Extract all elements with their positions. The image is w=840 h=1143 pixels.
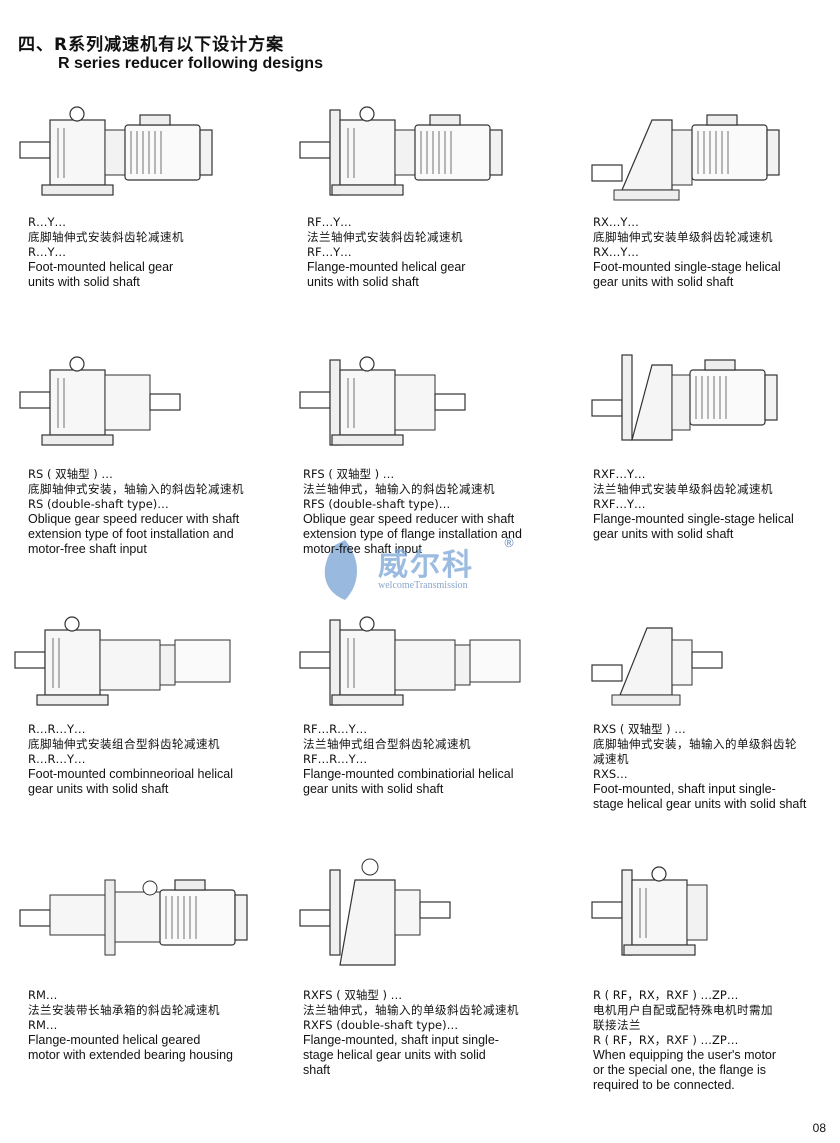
design-caption-5: RFS ( 双轴型 ) … 法兰轴伸式，轴输入的斜齿轮减速机 RFS (doub… bbox=[303, 467, 553, 557]
desc-en: gear units with solid shaft bbox=[303, 782, 444, 796]
model-code-en: RXF…Y… bbox=[593, 497, 646, 511]
model-code-en: RM… bbox=[28, 1018, 58, 1032]
model-code: RF…R…Y… bbox=[303, 722, 368, 736]
model-code: RX…Y… bbox=[593, 215, 639, 229]
desc-en: Flange-mounted combinatiorial helical bbox=[303, 767, 514, 781]
model-code-en: RF…Y… bbox=[307, 245, 352, 259]
desc-zh: 法兰轴伸式，轴输入的单级斜齿轮减速机 bbox=[303, 1003, 519, 1017]
desc-en: units with solid shaft bbox=[307, 275, 419, 289]
desc-en: gear units with solid shaft bbox=[28, 782, 169, 796]
page-title-en: R series reducer following designs bbox=[58, 55, 323, 72]
desc-zh: 底脚轴伸式安装，轴输入的单级斜齿轮 bbox=[593, 737, 797, 751]
model-code-en: RXS… bbox=[593, 767, 628, 781]
desc-zh: 法兰轴伸式组合型斜齿轮减速机 bbox=[303, 737, 471, 751]
design-caption-11: RXFS ( 双轴型 ) … 法兰轴伸式，轴输入的单级斜齿轮减速机 RXFS (… bbox=[303, 988, 553, 1078]
desc-zh: 底脚轴伸式安装组合型斜齿轮减速机 bbox=[28, 737, 220, 751]
desc-en: Foot-mounted combinneorioal helical bbox=[28, 767, 233, 781]
desc-zh: 联接法兰 bbox=[593, 1018, 641, 1032]
design-caption-6: RXF…Y… 法兰轴伸式安装单级斜齿轮减速机 RXF…Y… Flange-mou… bbox=[593, 467, 840, 542]
desc-en: Foot-mounted single-stage helical bbox=[593, 260, 781, 274]
model-code-en: RF…R…Y… bbox=[303, 752, 368, 766]
desc-zh: 法兰轴伸式安装单级斜齿轮减速机 bbox=[593, 482, 773, 496]
page-title-zh: 四、R系列减速机有以下设计方案 bbox=[18, 35, 285, 55]
design-caption-12: R ( RF，RX，RXF ) …ZP… 电机用户自配或配特殊电机时需加 联接法… bbox=[593, 988, 840, 1093]
desc-en: extension type of flange installation an… bbox=[303, 527, 522, 541]
desc-en: Foot-mounted, shaft input single- bbox=[593, 782, 776, 796]
model-code-en: RX…Y… bbox=[593, 245, 639, 259]
design-caption-9: RXS ( 双轴型 ) … 底脚轴伸式安装，轴输入的单级斜齿轮 减速机 RXS…… bbox=[593, 722, 840, 812]
model-code-en: R…R…Y… bbox=[28, 752, 86, 766]
model-code: RXF…Y… bbox=[593, 467, 646, 481]
watermark-subtitle: welcomeTransmission bbox=[378, 580, 468, 591]
desc-zh: 法兰轴伸式，轴输入的斜齿轮减速机 bbox=[303, 482, 495, 496]
desc-en: Oblique gear speed reducer with shaft bbox=[28, 512, 240, 526]
desc-en: motor-free shaft input bbox=[28, 542, 147, 556]
design-caption-10: RM… 法兰安装带长轴承箱的斜齿轮减速机 RM… Flange-mounted … bbox=[28, 988, 278, 1063]
design-caption-7: R…R…Y… 底脚轴伸式安装组合型斜齿轮减速机 R…R…Y… Foot-moun… bbox=[28, 722, 278, 797]
model-code-en: RS (double-shaft type)… bbox=[28, 497, 169, 511]
model-code: RXFS ( 双轴型 ) … bbox=[303, 988, 403, 1002]
design-caption-2: RF…Y… 法兰轴伸式安装斜齿轮减速机 RF…Y… Flange-mounted… bbox=[307, 215, 557, 290]
model-code: RS ( 双轴型 ) … bbox=[28, 467, 113, 481]
desc-zh: 法兰轴伸式安装斜齿轮减速机 bbox=[307, 230, 463, 244]
design-caption-4: RS ( 双轴型 ) … 底脚轴伸式安装，轴输入的斜齿轮减速机 RS (doub… bbox=[28, 467, 278, 557]
desc-en: stage helical gear units with solid shaf… bbox=[593, 797, 807, 811]
desc-en: Flange-mounted single-stage helical bbox=[593, 512, 794, 526]
design-caption-3: RX…Y… 底脚轴伸式安装单级斜齿轮减速机 RX…Y… Foot-mounted… bbox=[593, 215, 840, 290]
desc-zh: 减速机 bbox=[593, 752, 629, 766]
model-code: RM… bbox=[28, 988, 58, 1002]
model-code: RF…Y… bbox=[307, 215, 352, 229]
desc-en: shaft bbox=[303, 1063, 331, 1077]
desc-en: Flange-mounted, shaft input single- bbox=[303, 1033, 499, 1047]
desc-en: When equipping the user's motor bbox=[593, 1048, 777, 1062]
desc-en: Foot-mounted helical gear bbox=[28, 260, 174, 274]
brand-watermark: 威尔科 ® welcomeTransmission bbox=[318, 530, 538, 600]
model-code: RXS ( 双轴型 ) … bbox=[593, 722, 686, 736]
model-code-en: R…Y… bbox=[28, 245, 67, 259]
model-code: R ( RF，RX，RXF ) …ZP… bbox=[593, 988, 739, 1002]
desc-en: units with solid shaft bbox=[28, 275, 140, 289]
desc-en: required to be connected. bbox=[593, 1078, 735, 1092]
model-code-en: R ( RF，RX，RXF ) …ZP… bbox=[593, 1033, 739, 1047]
desc-zh: 电机用户自配或配特殊电机时需加 bbox=[593, 1003, 773, 1017]
desc-en: extension type of foot installation and bbox=[28, 527, 234, 541]
model-code: RFS ( 双轴型 ) … bbox=[303, 467, 395, 481]
model-code-en: RXFS (double-shaft type)… bbox=[303, 1018, 459, 1032]
model-code: R…R…Y… bbox=[28, 722, 86, 736]
desc-zh: 法兰安装带长轴承箱的斜齿轮减速机 bbox=[28, 1003, 220, 1017]
desc-en: Flange-mounted helical gear bbox=[307, 260, 466, 274]
desc-en: motor with extended bearing housing bbox=[28, 1048, 233, 1062]
design-caption-1: R…Y… 底脚轴伸式安装斜齿轮减速机 R…Y… Foot-mounted hel… bbox=[28, 215, 278, 290]
registered-mark: ® bbox=[503, 536, 515, 550]
desc-en: stage helical gear units with solid bbox=[303, 1048, 486, 1062]
desc-en: or the special one, the flange is bbox=[593, 1063, 767, 1077]
desc-en: gear units with solid shaft bbox=[593, 527, 734, 541]
desc-en: gear units with solid shaft bbox=[593, 275, 734, 289]
desc-en: Oblique gear speed reducer with shaft bbox=[303, 512, 515, 526]
watermark-brand: 威尔科 bbox=[378, 548, 474, 583]
page-number: 08 bbox=[812, 1121, 826, 1135]
desc-zh: 底脚轴伸式安装单级斜齿轮减速机 bbox=[593, 230, 773, 244]
model-code: R…Y… bbox=[28, 215, 67, 229]
design-caption-8: RF…R…Y… 法兰轴伸式组合型斜齿轮减速机 RF…R…Y… Flange-mo… bbox=[303, 722, 553, 797]
desc-en: Flange-mounted helical geared bbox=[28, 1033, 201, 1047]
desc-zh: 底脚轴伸式安装斜齿轮减速机 bbox=[28, 230, 184, 244]
desc-en: motor-free shaft input bbox=[303, 542, 422, 556]
model-code-en: RFS (double-shaft type)… bbox=[303, 497, 451, 511]
desc-zh: 底脚轴伸式安装，轴输入的斜齿轮减速机 bbox=[28, 482, 244, 496]
